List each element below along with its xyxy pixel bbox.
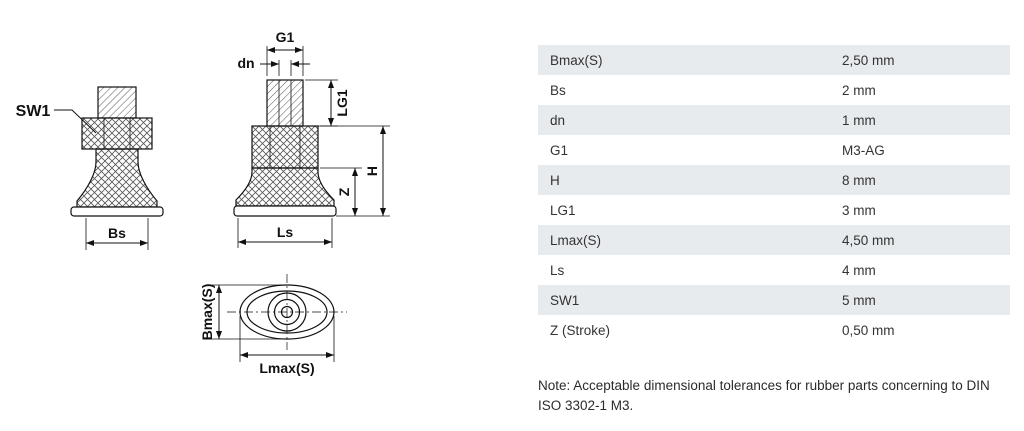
spec-value: 0,50 mm [842, 322, 895, 338]
dim-label-h: H [364, 166, 380, 176]
dim-label-dn: dn [237, 55, 254, 71]
dim-label-ls: Ls [277, 224, 294, 240]
spec-label: dn [550, 112, 566, 128]
spec-value: 2 mm [842, 82, 876, 98]
technical-drawing: SW1 Bs G1 [16, 29, 390, 376]
dim-label-z: Z [336, 187, 352, 196]
h-dimension [320, 125, 390, 217]
spec-value: 4,50 mm [842, 232, 895, 248]
table-row: Bs 2 mm [538, 75, 1010, 105]
table-row: LG1 3 mm [538, 195, 1010, 225]
z-dimension [320, 167, 362, 216]
table-row: Ls 4 mm [538, 255, 1010, 285]
dn-dimension [260, 60, 310, 76]
side-view [70, 86, 164, 217]
spec-value: 3 mm [842, 202, 876, 218]
spec-label: Bmax(S) [550, 52, 603, 68]
spec-label: SW1 [550, 292, 580, 308]
dim-label-bs: Bs [108, 225, 126, 241]
bmax-dimension [212, 284, 283, 340]
spec-value: M3-AG [842, 142, 885, 158]
spec-label: Z (Stroke) [550, 322, 611, 338]
lmax-dimension [239, 316, 335, 362]
dim-label-g1: G1 [276, 29, 295, 45]
spec-label: LG1 [550, 202, 576, 218]
dim-label-sw1: SW1 [16, 103, 51, 120]
table-row: G1 M3-AG [538, 135, 1010, 165]
spec-panel: Bmax(S) 2,50 mm Bs 2 mm dn 1 mm G1 M3-AG H 8 mm LG… [538, 45, 1010, 345]
dim-label-bmax: Bmax(S) [199, 284, 215, 341]
sw1-leader-line [54, 109, 97, 134]
bs-dimension [85, 218, 149, 250]
top-view-centerlines [227, 274, 347, 350]
ls-dimension [237, 218, 333, 248]
note-text: Note: Acceptable dimensional tolerances … [538, 378, 990, 414]
spec-label: G1 [550, 142, 569, 158]
spec-label: Bs [550, 82, 566, 98]
spec-table-body: Bmax(S) 2,50 mm Bs 2 mm dn 1 mm G1 M3-AG H 8 mm LG… [538, 45, 1010, 345]
spec-value: 1 mm [842, 112, 876, 128]
spec-label: Lmax(S) [550, 232, 602, 248]
front-view [233, 79, 337, 217]
spec-value: 5 mm [842, 292, 876, 308]
dim-label-lmax: Lmax(S) [259, 360, 314, 376]
dim-label-lg1: LG1 [334, 89, 350, 116]
spec-value: 8 mm [842, 172, 876, 188]
table-row: Z (Stroke) 0,50 mm [538, 315, 1010, 345]
table-row: Bmax(S) 2,50 mm [538, 45, 1010, 75]
spec-label: Ls [550, 262, 565, 278]
table-row: Lmax(S) 4,50 mm [538, 225, 1010, 255]
spec-value: 2,50 mm [842, 52, 895, 68]
g1-dimension [266, 46, 304, 76]
spec-label: H [550, 172, 560, 188]
table-row: dn 1 mm [538, 105, 1010, 135]
table-row: SW1 5 mm [538, 285, 1010, 315]
table-row: H 8 mm [538, 165, 1010, 195]
spec-value: 4 mm [842, 262, 876, 278]
spec-table: Bmax(S) 2,50 mm Bs 2 mm dn 1 mm G1 M3-AG H 8 mm LG… [538, 45, 1010, 345]
